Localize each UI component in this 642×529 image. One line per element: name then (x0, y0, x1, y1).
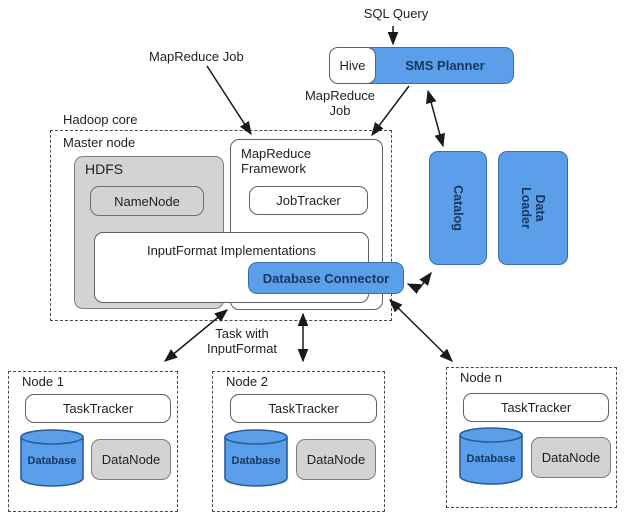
sms-planner-label: SMS Planner (405, 58, 485, 73)
arrow-dbconnector-catalog (406, 271, 432, 294)
database-label: Database (466, 453, 516, 465)
database-cylinder-icon (20, 429, 84, 487)
arrow-smsplanner-catalog (425, 89, 446, 148)
node-2-box: Node 2 TaskTracker Database DataNode (212, 371, 385, 512)
database-connector-box: Database Connector (248, 262, 404, 294)
arrow-dbconnector-node-n (389, 299, 453, 362)
tasktracker-box: TaskTracker (230, 394, 377, 423)
namenode-box: NameNode (90, 186, 204, 216)
database-cylinder: Database (20, 429, 84, 487)
datanode-box: DataNode (531, 437, 611, 478)
datanode-box: DataNode (296, 439, 376, 480)
catalog-label: Catalog (451, 185, 465, 231)
database-cylinder-icon (459, 427, 523, 485)
node-1-box: Node 1 TaskTracker Database DataNode (8, 371, 178, 512)
database-label: Database (231, 455, 281, 467)
database-cylinder-icon (224, 429, 288, 487)
node-n-box: Node n TaskTracker Database DataNode (446, 367, 617, 508)
database-cylinder: Database (459, 427, 523, 485)
hadoop-core-label: Hadoop core (63, 112, 138, 127)
sql-query-label: SQL Query (363, 6, 429, 21)
node-label: Node 2 (223, 374, 271, 389)
mapreduce-job-top-label: MapReduce Job (149, 49, 244, 64)
tasktracker-box: TaskTracker (463, 393, 609, 422)
catalog-box: Catalog (429, 151, 487, 265)
data-loader-label: Data Loader (519, 187, 547, 229)
node-label: Node n (457, 370, 505, 385)
master-node-label: Master node (63, 135, 136, 150)
node-label: Node 1 (19, 374, 67, 389)
datanode-box: DataNode (91, 439, 171, 480)
data-loader-box: Data Loader (498, 151, 568, 265)
mapreduce-framework-label: MapReduce Framework (241, 146, 312, 176)
jobtracker-box: JobTracker (249, 186, 368, 215)
hive-box: Hive (329, 47, 376, 84)
mapreduce-job-side-label: MapReduce Job (304, 88, 376, 118)
database-cylinder: Database (224, 429, 288, 487)
task-with-inputformat-label: Task with InputFormat (206, 326, 278, 356)
hdfs-label: HDFS (85, 161, 124, 177)
arrow-mapreducejob-to-framework (206, 65, 252, 136)
tasktracker-box: TaskTracker (25, 394, 171, 423)
database-label: Database (27, 455, 77, 467)
